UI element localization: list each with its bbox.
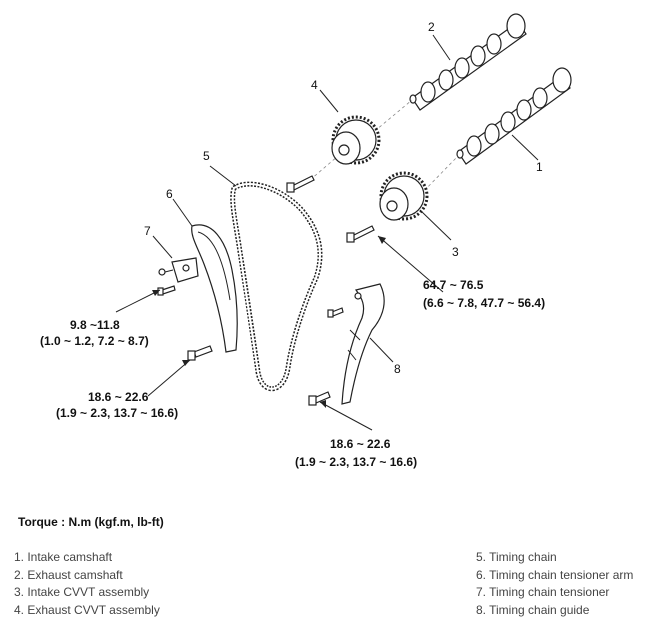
intake-cvvt-assembly — [379, 171, 429, 221]
timing-chain-tensioner — [158, 257, 199, 283]
callout-1: 1 — [536, 160, 543, 174]
timing-chain-exploded-diagram: 1 2 3 4 5 6 7 8 9.8 ~11.8 (1.0 ~ 1.2, 7.… — [40, 13, 572, 469]
legend-item: 1. Intake camshaft — [14, 550, 113, 564]
callout-4: 4 — [311, 78, 318, 92]
tensioner-arm-bolt — [187, 345, 213, 361]
timing-chain-guide — [341, 283, 385, 405]
tensioner-bolt — [157, 285, 176, 296]
leader-lines — [115, 34, 539, 431]
cvvt-bolt-upper — [286, 175, 315, 193]
legend-item: 2. Exhaust camshaft — [14, 567, 123, 582]
callout-2: 2 — [428, 20, 435, 34]
legend-item: 8. Timing chain guide — [476, 602, 590, 617]
guide-bolt-lower — [308, 391, 331, 406]
callout-5: 5 — [203, 149, 210, 163]
torque-cvvt-nm: 64.7 ~ 76.5 — [423, 278, 484, 292]
legend-item: 3. Intake CVVT assembly — [14, 585, 150, 599]
legend-item: 5. Timing chain — [476, 550, 557, 564]
torque-bolt-8-alt: (1.9 ~ 2.3, 13.7 ~ 16.6) — [295, 455, 417, 469]
timing-chain — [230, 181, 323, 392]
torque-bolt-7-nm: 9.8 ~11.8 — [70, 318, 120, 332]
intake-camshaft — [456, 67, 572, 165]
callout-3: 3 — [452, 245, 459, 259]
callout-7: 7 — [144, 224, 151, 238]
timing-chain-tensioner-arm — [191, 224, 238, 353]
legend-right-column: 5. Timing chain 6. Timing chain tensione… — [476, 549, 633, 619]
exhaust-camshaft — [409, 13, 527, 111]
torque-bolt-7-alt: (1.0 ~ 1.2, 7.2 ~ 8.7) — [40, 334, 149, 348]
callout-8: 8 — [394, 362, 401, 376]
legend-item: 6. Timing chain tensioner arm — [476, 567, 634, 582]
exhaust-cvvt-assembly — [331, 115, 381, 165]
leader-arrowheads — [152, 236, 386, 408]
callout-6: 6 — [166, 187, 173, 201]
torque-bolt-6-alt: (1.9 ~ 2.3, 13.7 ~ 16.6) — [56, 406, 178, 420]
legend-item: 4. Exhaust CVVT assembly — [14, 602, 160, 617]
torque-bolt-8-nm: 18.6 ~ 22.6 — [330, 437, 391, 451]
legend-left-column: 1. Intake camshaft 2. Exhaust camshaft 3… — [14, 549, 160, 619]
legend-item: 7. Timing chain tensioner — [476, 585, 610, 599]
torque-bolt-6-nm: 18.6 ~ 22.6 — [88, 390, 149, 404]
legend-title: Torque : N.m (kgf.m, lb-ft) — [18, 515, 164, 529]
cvvt-bolt-lower — [346, 225, 375, 243]
torque-cvvt-alt: (6.6 ~ 7.8, 47.7 ~ 56.4) — [423, 296, 545, 310]
guide-bolt-upper — [327, 307, 344, 318]
